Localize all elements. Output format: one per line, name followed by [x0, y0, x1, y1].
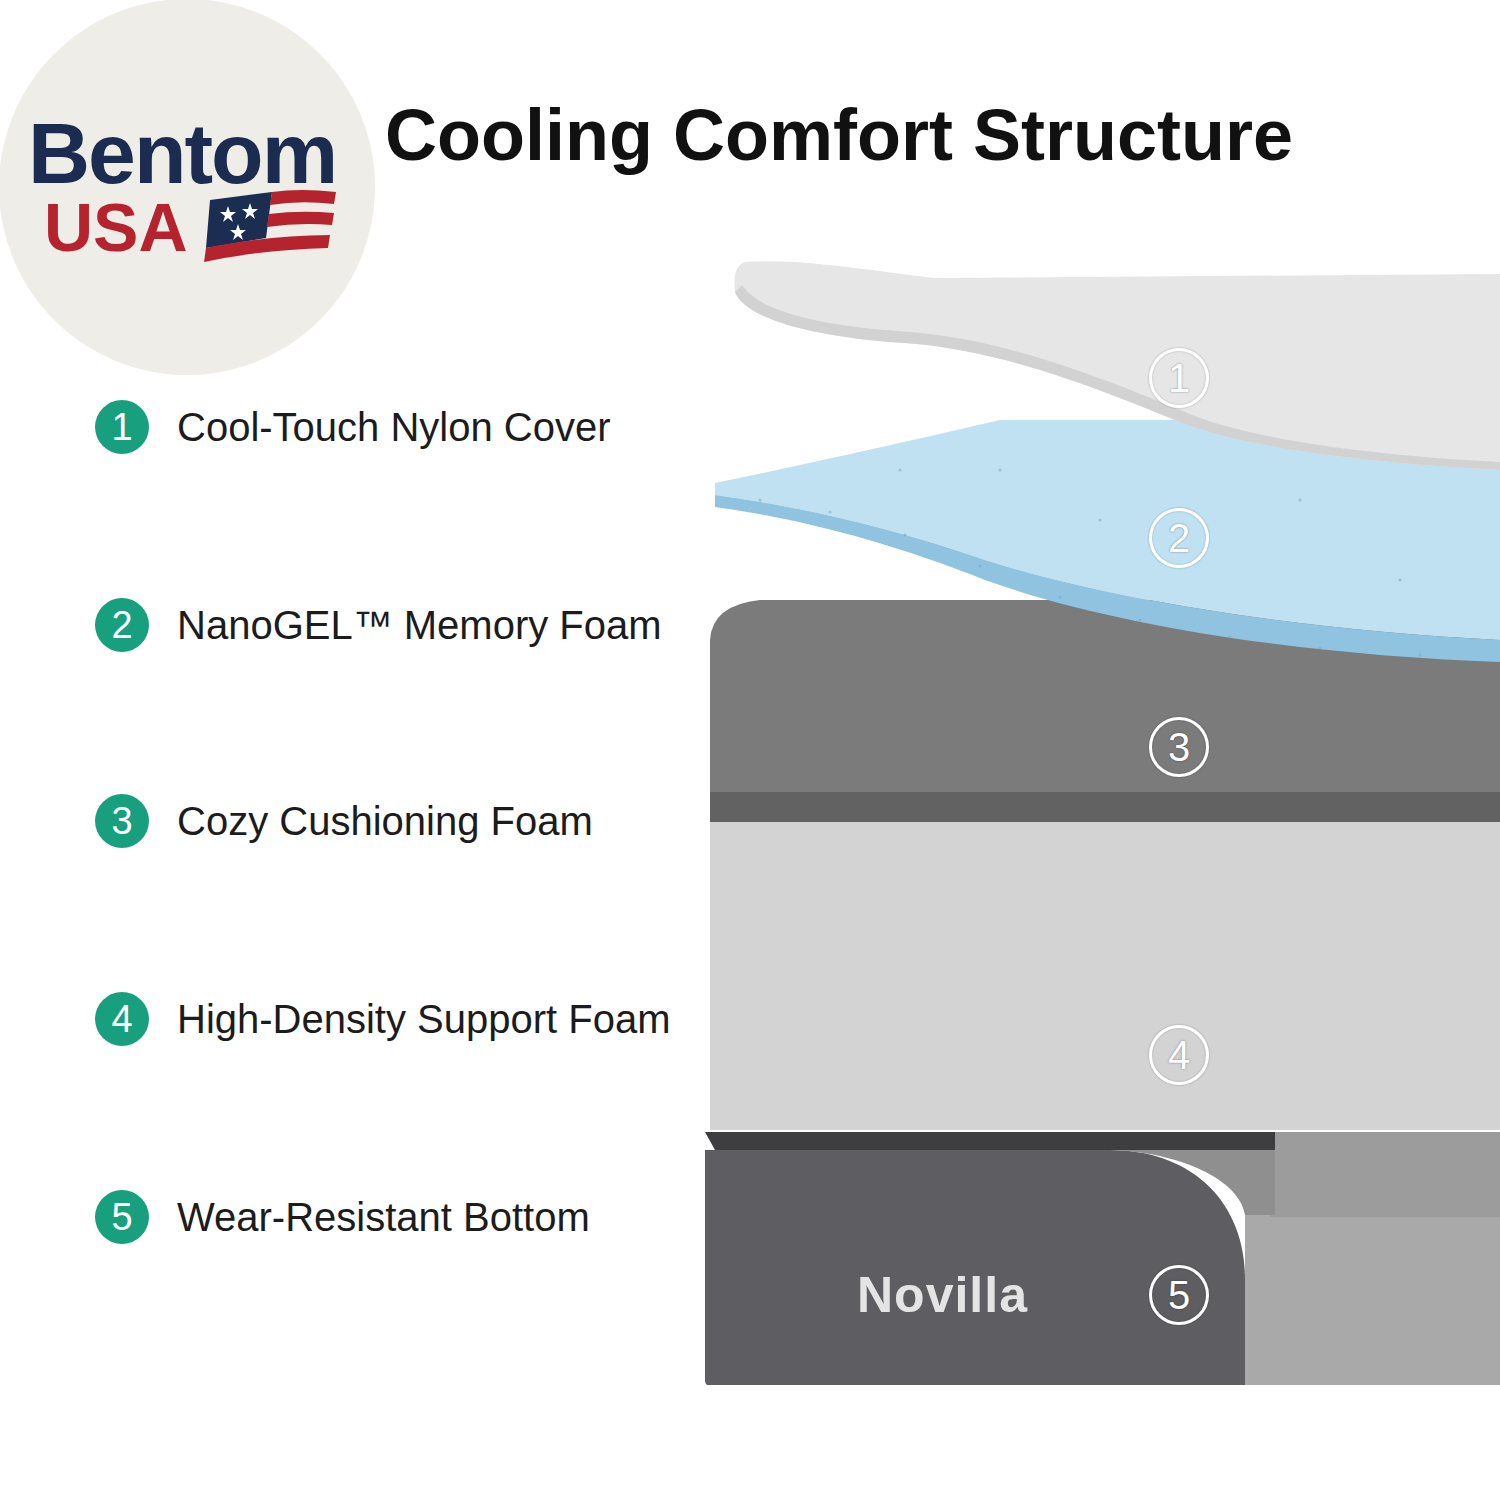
list-number: 5 [95, 1190, 149, 1244]
layer-name: Cozy Cushioning Foam [177, 799, 593, 843]
layer-name: Cool-Touch Nylon Cover [177, 405, 611, 449]
list-number: 2 [95, 598, 149, 652]
callout-circle: 2 [1149, 508, 1209, 568]
brand-name: Bentom [28, 110, 336, 196]
list-item: 5 Wear-Resistant Bottom [95, 1189, 590, 1245]
list-number: 3 [95, 794, 149, 848]
product-brand: Novilla [857, 1270, 1028, 1320]
callout-circle: 3 [1149, 717, 1209, 777]
list-number: 1 [95, 400, 149, 454]
list-item: 4 High-Density Support Foam [95, 991, 671, 1047]
callout-circle: 4 [1149, 1025, 1209, 1085]
callout-circle: 5 [1149, 1265, 1209, 1325]
list-item: 1 Cool-Touch Nylon Cover [95, 399, 611, 455]
layer-name: Wear-Resistant Bottom [177, 1195, 590, 1239]
callout-number: 5 [1168, 1275, 1190, 1315]
callout-number: 3 [1168, 727, 1190, 767]
callout-number: 1 [1168, 358, 1190, 398]
layer-name: High-Density Support Foam [177, 997, 671, 1041]
callout-number: 4 [1168, 1035, 1190, 1075]
brand-country: USA [44, 193, 188, 261]
list-number: 4 [95, 992, 149, 1046]
callout-number: 2 [1168, 518, 1190, 558]
callout-circle: 1 [1149, 348, 1209, 408]
list-item: 3 Cozy Cushioning Foam [95, 793, 593, 849]
list-item: 2 NanoGEL™ Memory Foam [95, 597, 662, 653]
diagram-title: Cooling Comfort Structure [385, 99, 1293, 171]
layer-name: NanoGEL™ Memory Foam [177, 603, 662, 647]
